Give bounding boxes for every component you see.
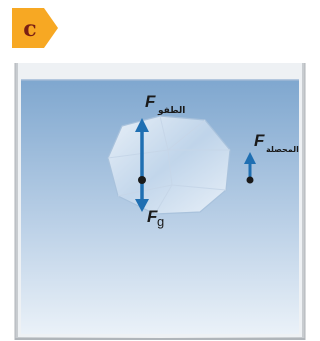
net-force-label: F المحصلة <box>254 131 299 154</box>
arrow-up-icon <box>135 118 149 132</box>
buoyant-force-arrow <box>135 118 149 180</box>
buoyant-force-label: F الطفو <box>145 92 185 116</box>
badge-letter: c <box>23 16 36 42</box>
gravity-force-label: F g <box>147 207 164 229</box>
gravity-force-symbol: F <box>147 207 158 226</box>
panel-badge: c <box>12 8 58 48</box>
net-force-point-dot <box>246 176 254 184</box>
net-force-symbol: F <box>254 131 265 150</box>
net-force-subscript: المحصلة <box>266 145 299 154</box>
arrow-up-icon <box>244 152 256 164</box>
ice-block-body <box>107 115 231 215</box>
buoyant-force-symbol: F <box>145 92 156 111</box>
buoyant-force-subscript: الطفو <box>157 106 185 116</box>
ice-block-facet <box>107 115 230 215</box>
badge-arrow-shape <box>12 8 58 48</box>
center-of-mass-dot <box>138 176 146 184</box>
net-force-arrow <box>244 152 256 184</box>
gravity-force-subscript: g <box>157 214 164 229</box>
ice-block <box>107 115 231 215</box>
arrow-down-icon <box>135 199 149 212</box>
